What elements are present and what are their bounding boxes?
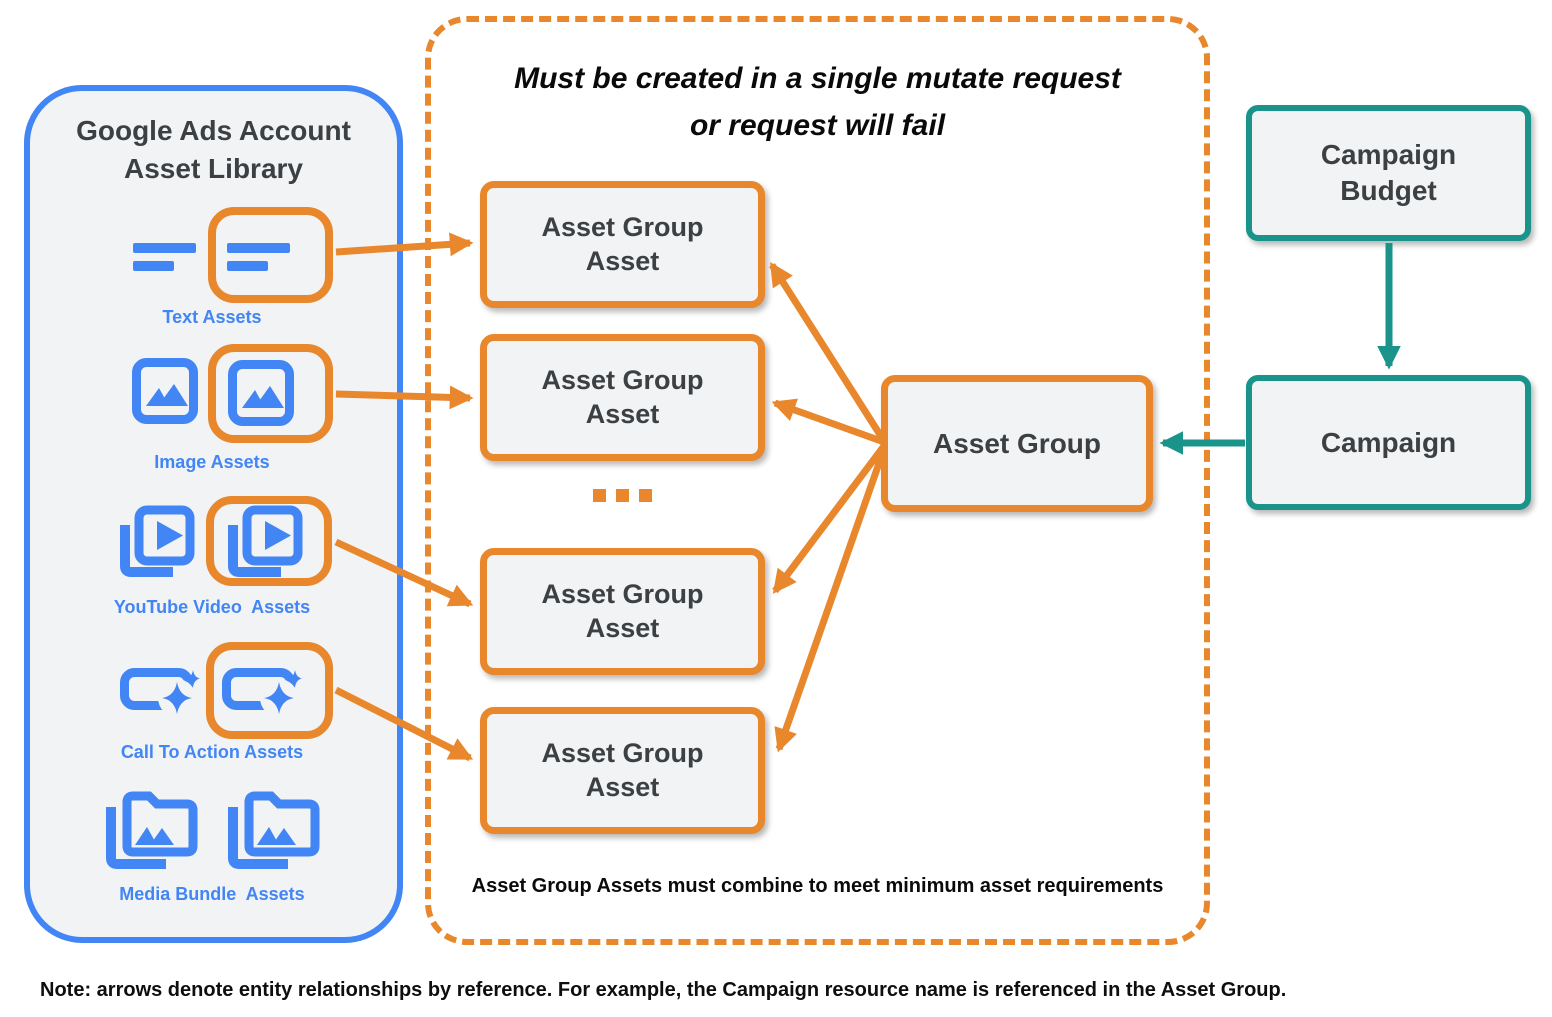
image-asset-highlight-box xyxy=(208,344,333,443)
asset-library-title-line2: Asset Library xyxy=(124,152,303,184)
asset-group-asset-label: Asset Group xyxy=(541,737,704,768)
ellipsis-dot xyxy=(616,489,629,502)
asset-group-asset-box-1: Asset Group Asset xyxy=(480,181,765,308)
asset-group-box: Asset Group xyxy=(881,375,1153,512)
image-asset-icon xyxy=(228,360,294,426)
asset-group-asset-label: Asset xyxy=(585,771,660,802)
youtube-video-asset-icon xyxy=(228,505,303,577)
asset-group-asset-label: Asset xyxy=(585,398,660,429)
asset-group-asset-box-2: Asset Group Asset xyxy=(480,334,765,461)
call-to-action-assets-label: Call To Action Assets xyxy=(120,742,304,762)
asset-group-asset-label: Asset xyxy=(585,245,660,276)
asset-requirements-footnote: Asset Group Assets must combine to meet … xyxy=(471,875,1164,897)
text-asset-icon xyxy=(133,243,196,271)
text-assets-label: Text Assets xyxy=(162,307,262,327)
youtube-video-asset-icon xyxy=(120,505,195,577)
media-bundle-assets-label: Media Bundle Assets xyxy=(119,884,305,904)
ellipsis xyxy=(480,489,765,502)
call-to-action-asset-icon xyxy=(120,668,200,717)
text-asset-highlight-box xyxy=(208,207,333,303)
campaign-box: Campaign xyxy=(1246,375,1531,510)
reference-note: Note: arrows denote entity relationships… xyxy=(40,979,1287,1001)
mutate-request-title: Must be created in a single mutate reque… xyxy=(425,56,1210,149)
image-assets-label: Image Assets xyxy=(154,452,270,472)
youtube-asset-highlight-box xyxy=(206,496,332,586)
asset-group-asset-label: Asset Group xyxy=(541,211,704,242)
asset-group-label: Asset Group xyxy=(932,427,1102,459)
ellipsis-dot xyxy=(593,489,606,502)
image-asset-icon xyxy=(132,358,198,424)
asset-group-asset-label: Asset xyxy=(585,612,660,643)
media-bundle-asset-icon xyxy=(106,791,198,869)
asset-group-asset-label: Asset Group xyxy=(541,364,704,395)
mutate-request-title-line2: or request will fail xyxy=(689,108,946,142)
cta-asset-highlight-box xyxy=(206,642,333,739)
call-to-action-asset-icon xyxy=(222,668,302,717)
campaign-budget-label: Campaign xyxy=(1320,138,1457,170)
campaign-label: Campaign xyxy=(1320,426,1457,458)
asset-library-title-line1: Google Ads Account xyxy=(76,115,351,146)
text-asset-icon xyxy=(227,243,290,271)
asset-group-asset-box-4: Asset Group Asset xyxy=(480,707,765,834)
campaign-budget-box: Campaign Budget xyxy=(1246,105,1531,241)
asset-group-asset-box-3: Asset Group Asset xyxy=(480,548,765,675)
youtube-video-assets-label: YouTube Video Assets xyxy=(113,597,311,617)
mutate-request-title-line1: Must be created in a single mutate reque… xyxy=(514,62,1121,95)
asset-library-title: Google Ads Account Asset Library xyxy=(24,112,403,188)
asset-group-asset-label: Asset Group xyxy=(541,578,704,609)
ellipsis-dot xyxy=(639,489,652,502)
campaign-budget-label: Budget xyxy=(1340,175,1437,206)
media-bundle-asset-icon xyxy=(228,791,320,869)
